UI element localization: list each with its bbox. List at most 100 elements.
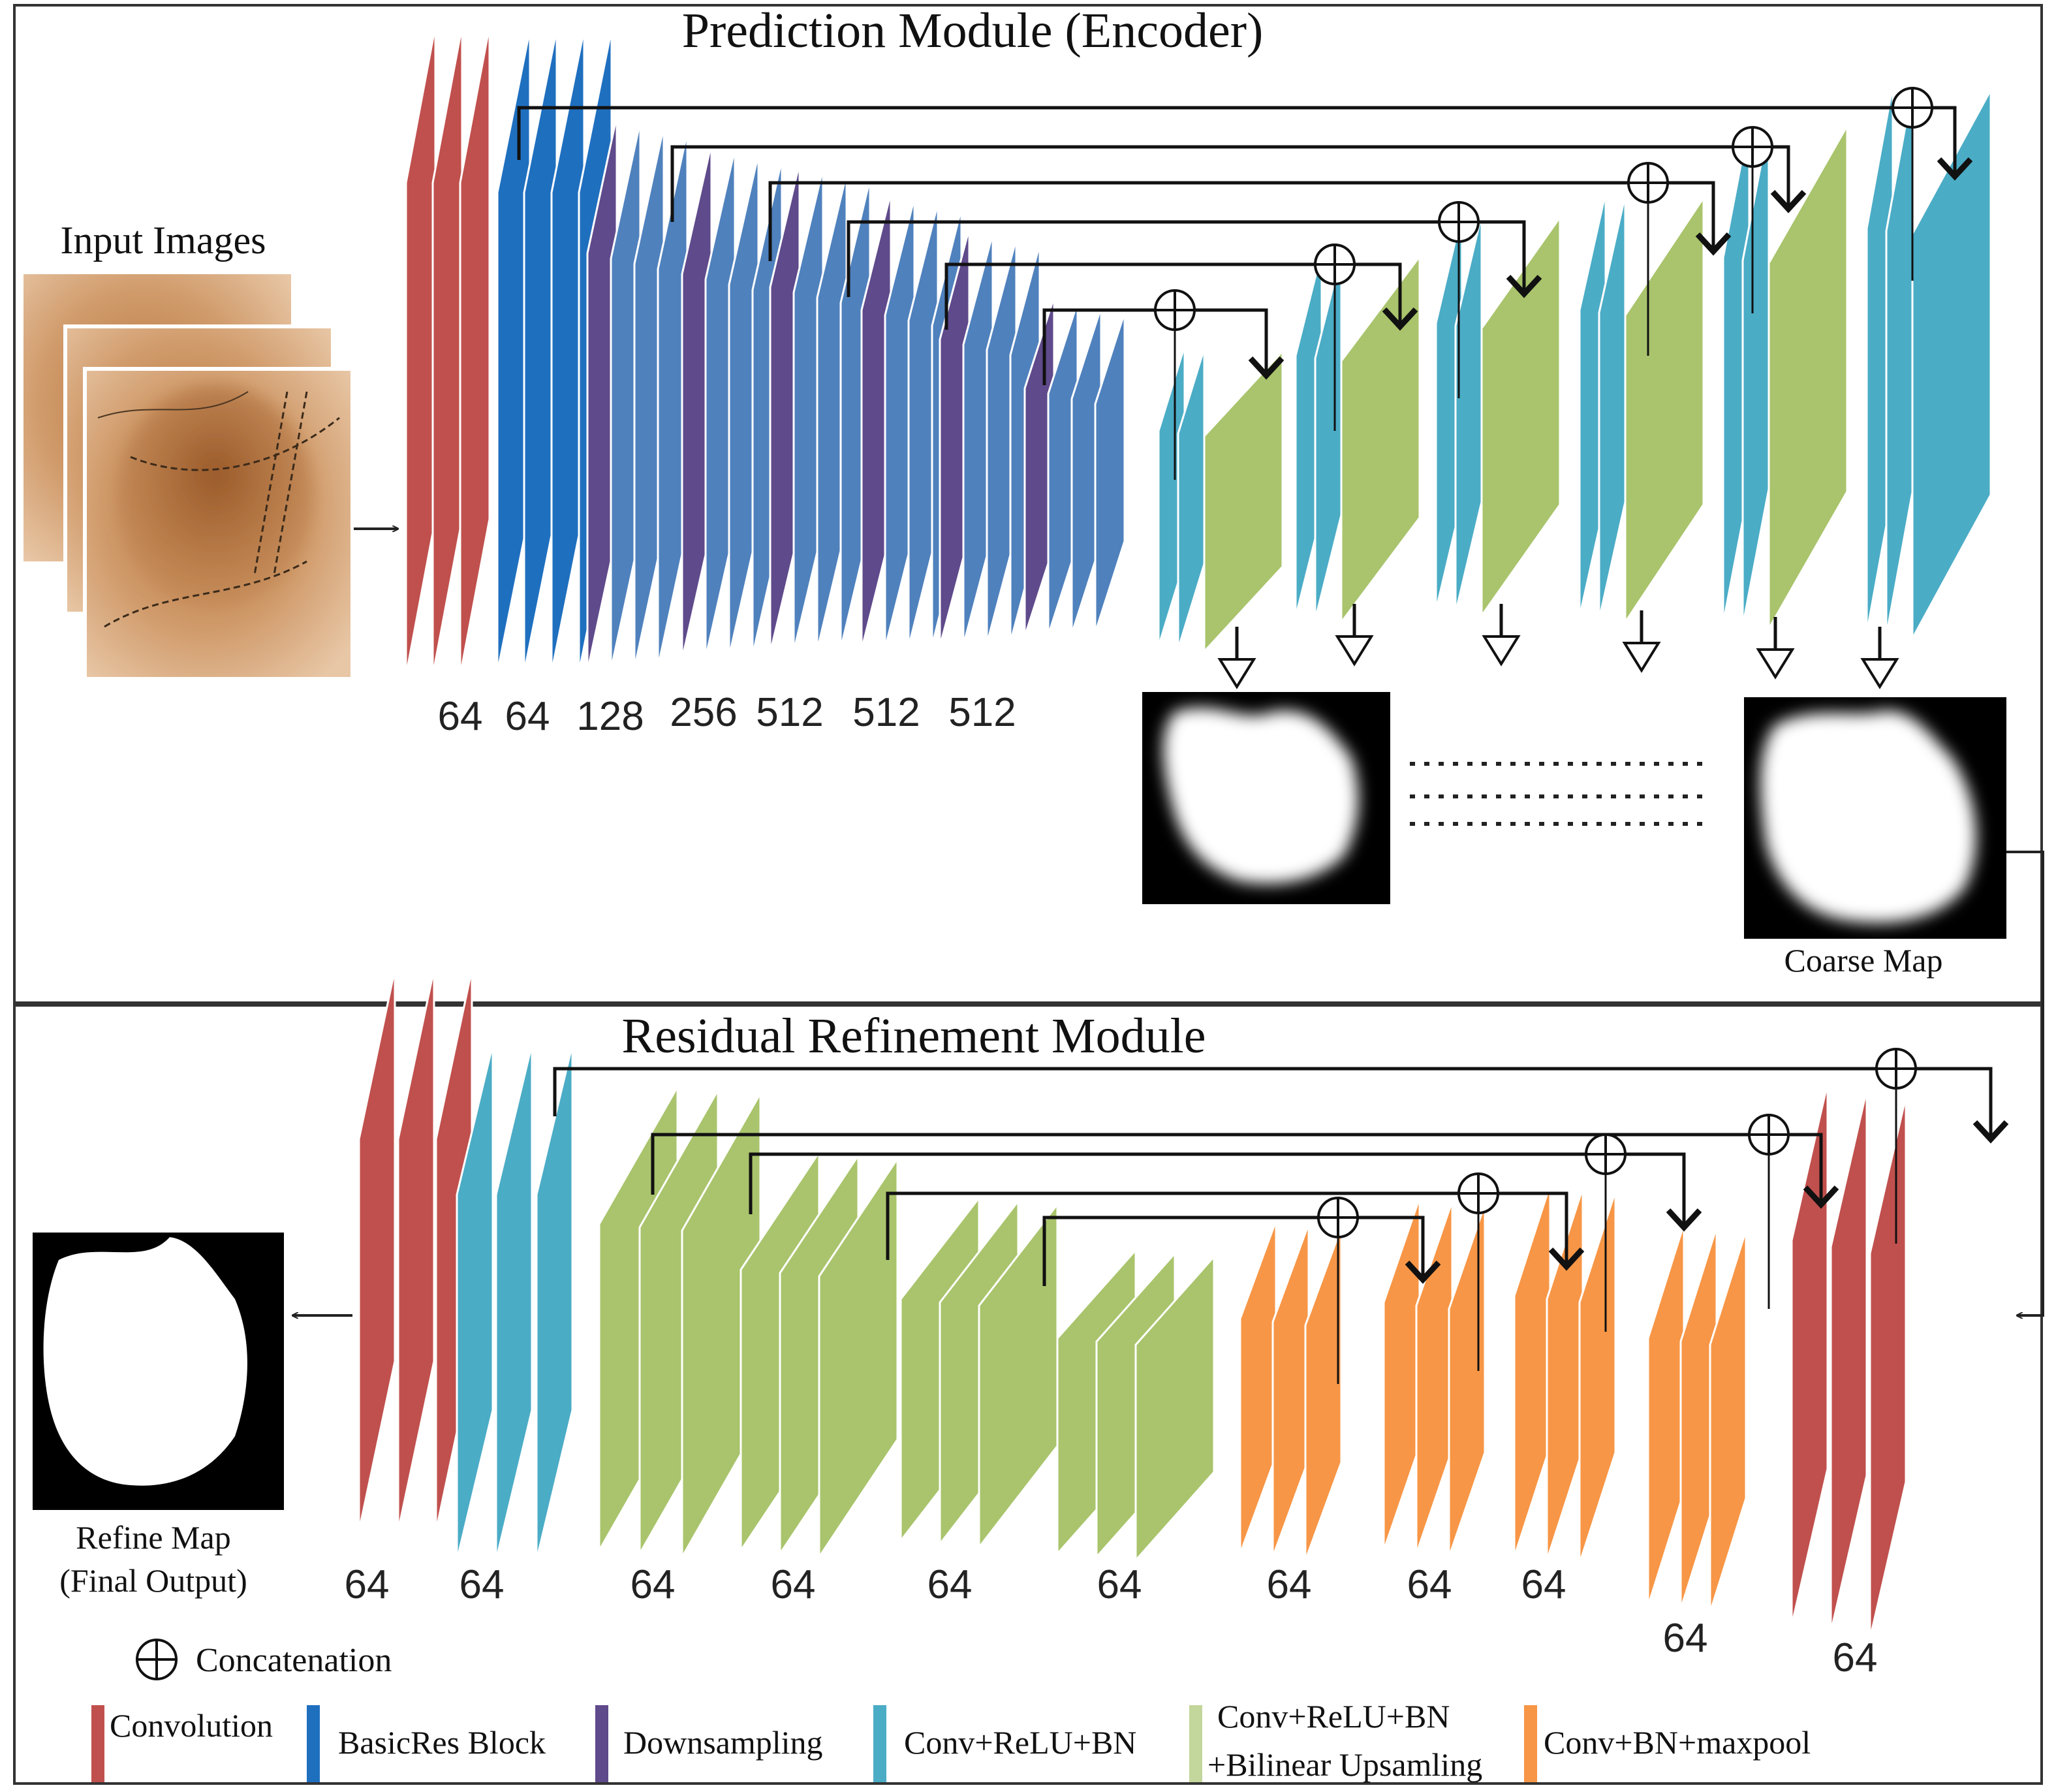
rrm-channel-11: 64 bbox=[1833, 1635, 1878, 1680]
refinement-skip-2 bbox=[651, 1114, 1839, 1309]
refinement-maxpool-layer bbox=[1415, 1201, 1454, 1554]
encoder-block-layer bbox=[610, 121, 642, 670]
side-output-mask-1 bbox=[1142, 692, 1390, 904]
refine-map-image bbox=[33, 1233, 284, 1510]
encoder-skip-4-concatenation-icon bbox=[1438, 201, 1480, 243]
enc-channel-5: 512 bbox=[756, 690, 823, 735]
refinement-maxpool-layer bbox=[1513, 1184, 1551, 1558]
encoder-skip-6-concatenation-icon bbox=[1154, 289, 1196, 331]
legend-swatch-convolution bbox=[91, 1705, 104, 1782]
refine-map-label-line1: Refine Map bbox=[76, 1519, 230, 1556]
enc-channel-1: 64 bbox=[438, 694, 483, 739]
legend-swatch-downsampling bbox=[595, 1705, 608, 1782]
rrm-channel-6: 64 bbox=[1097, 1562, 1142, 1607]
dotted-ellipsis bbox=[1410, 762, 1710, 826]
rrm-channel-5: 64 bbox=[927, 1562, 973, 1607]
encoder-convolution-layer bbox=[405, 25, 437, 676]
decoder-conv-relu-bn-layer bbox=[1598, 195, 1627, 620]
encoder-block-layer bbox=[907, 202, 939, 648]
encoder-downsampling-layer bbox=[1023, 296, 1055, 637]
encoder-skip-5 bbox=[944, 244, 1418, 431]
refinement-skip-connections bbox=[553, 1048, 2009, 1384]
encoder-block-layer bbox=[633, 126, 665, 669]
refinement-skip-1-concatenation-icon bbox=[1875, 1048, 1917, 1090]
enc-channel-2: 64 bbox=[505, 694, 550, 739]
legend-swatch-basicres bbox=[307, 1705, 320, 1782]
legend-label-upsampling-2: +Bilinear Upsamling bbox=[1207, 1746, 1482, 1783]
refinement-skip-1 bbox=[553, 1048, 2009, 1244]
encoder-skip-5-concatenation-icon bbox=[1314, 244, 1356, 285]
refinement-channel-labels: 64 64 64 64 64 64 64 64 64 64 64 bbox=[345, 1562, 1878, 1680]
legend-concatenation-label: Concatenation bbox=[196, 1642, 392, 1679]
down-arrow-icon bbox=[1335, 604, 1374, 667]
enc-channel-4: 256 bbox=[670, 690, 737, 735]
encoder-convolution-layer bbox=[459, 25, 491, 676]
encoder-block-layer bbox=[884, 197, 916, 649]
decoder-conv-relu-bn-layer bbox=[1911, 89, 1992, 639]
refinement-maxpool-layer bbox=[1271, 1223, 1310, 1558]
encoder-block-layer bbox=[1070, 307, 1102, 635]
refinement-maxpool-layer bbox=[1546, 1187, 1584, 1561]
refinement-skip-2-concatenation-icon bbox=[1748, 1114, 1790, 1155]
encoder-downsampling-layer bbox=[586, 116, 618, 672]
down-arrow-icon bbox=[1622, 610, 1661, 673]
refinement-maxpool-layer bbox=[1382, 1197, 1421, 1551]
down-arrow-icon bbox=[1860, 627, 1899, 689]
legend-label-convolution: Convolution bbox=[110, 1707, 273, 1744]
encoder-skip-3-concatenation-icon bbox=[1627, 162, 1669, 204]
legend-label-basicres: BasicRes Block bbox=[338, 1724, 546, 1761]
decoder-upsampling-layer bbox=[1624, 195, 1705, 625]
rrm-channel-9: 64 bbox=[1521, 1562, 1566, 1607]
encoder-basicres-layer bbox=[550, 29, 585, 673]
refinement-skip-3-concatenation-icon bbox=[1585, 1133, 1627, 1175]
decoder-upsampling-layer bbox=[1480, 214, 1561, 619]
refine-map-label-line2: (Final Output) bbox=[59, 1562, 247, 1599]
input-images-stack bbox=[23, 274, 354, 681]
refinement-skip-4-concatenation-icon bbox=[1457, 1172, 1499, 1214]
refinement-skip-5 bbox=[1042, 1197, 1441, 1384]
encoder-block-layer bbox=[816, 173, 848, 651]
decoder-conv-relu-bn-layer bbox=[1741, 123, 1770, 627]
rrm-channel-3: 64 bbox=[631, 1562, 676, 1607]
coarse-map-image bbox=[1744, 697, 2006, 939]
refinement-layers bbox=[358, 969, 1907, 1639]
refinement-module-frame bbox=[13, 1004, 2043, 1785]
side-output-arrows bbox=[1217, 604, 1899, 689]
refinement-conv-relu-bn-layer bbox=[535, 1044, 574, 1561]
refinement-maxpool-layer bbox=[1304, 1227, 1343, 1561]
legend: Concatenation Convolution BasicRes Block… bbox=[91, 1639, 1811, 1783]
encoder-block-layer bbox=[792, 168, 824, 652]
encoder-downsampling-layer bbox=[681, 143, 713, 660]
rrm-channel-7: 64 bbox=[1267, 1562, 1312, 1607]
refinement-maxpool-layer bbox=[1709, 1230, 1747, 1613]
input-images-label: Input Images bbox=[61, 219, 266, 262]
encoder-downsampling-layer bbox=[939, 228, 971, 647]
rrm-channel-4: 64 bbox=[771, 1562, 816, 1607]
refinement-maxpool-layer bbox=[1239, 1220, 1277, 1554]
enc-channel-6: 512 bbox=[852, 690, 920, 735]
encoder-skip-2-concatenation-icon bbox=[1732, 126, 1773, 168]
down-arrow-icon bbox=[1756, 617, 1795, 680]
encoder-skip-4 bbox=[847, 201, 1542, 398]
refinement-conv-relu-bn-layer bbox=[456, 1044, 494, 1561]
coarse-map-label: Coarse Map bbox=[1784, 942, 1943, 979]
refinement-maxpool-layer bbox=[1679, 1227, 1718, 1610]
encoder-block-layer bbox=[728, 153, 760, 657]
encoder-skip-2 bbox=[670, 126, 1807, 313]
encoder-block-layer bbox=[704, 148, 736, 659]
legend-label-maxpool: Conv+BN+maxpool bbox=[1544, 1724, 1811, 1761]
encoder-skip-3 bbox=[768, 162, 1732, 356]
rrm-channel-2: 64 bbox=[459, 1562, 505, 1607]
refinement-skip-5-concatenation-icon bbox=[1317, 1197, 1359, 1238]
encoder-basicres-layer bbox=[496, 29, 531, 673]
enc-channel-7: 512 bbox=[948, 690, 1016, 735]
encoder-skip-1 bbox=[517, 87, 1973, 281]
refinement-module-title: Residual Refinement Module bbox=[622, 1009, 1206, 1063]
decoder-upsampling-layer bbox=[1768, 122, 1848, 633]
rrm-channel-10: 64 bbox=[1663, 1616, 1708, 1661]
decoder-upsampling-layer bbox=[1203, 349, 1284, 654]
coarse-to-refinement-connector bbox=[2006, 851, 2044, 1315]
encoder-block-layer bbox=[986, 238, 1018, 644]
encoder-block-layer bbox=[657, 131, 689, 668]
